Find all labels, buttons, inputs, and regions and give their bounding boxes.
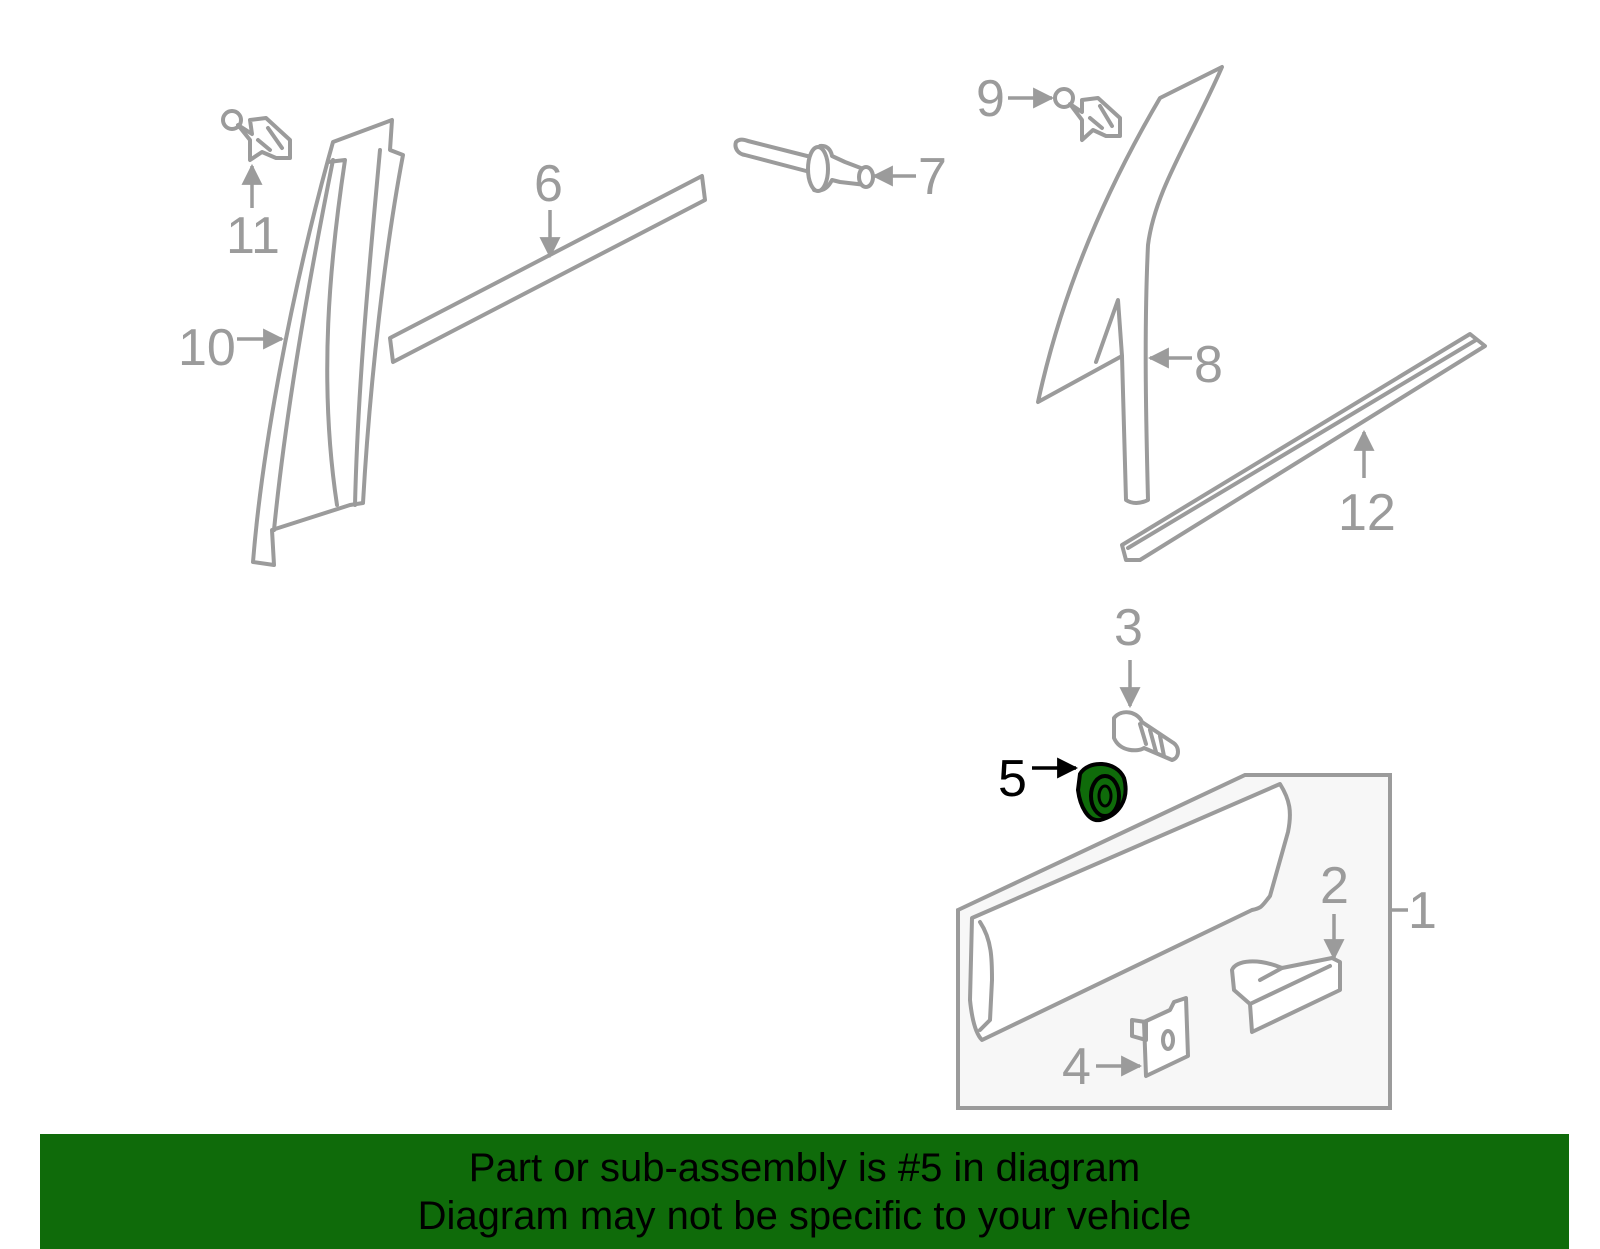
callout-7: 7 [918,148,947,206]
callout-12: 12 [1338,484,1396,542]
part-2-clip [1230,956,1342,1034]
info-banner: Part or sub-assembly is #5 in diagram Di… [40,1134,1569,1249]
part-5-grommet[interactable] [1075,762,1128,823]
part-12-weatherstrip [1120,332,1487,562]
callout-1: 1 [1408,882,1437,940]
leader-arrows [237,87,1408,1077]
callout-8: 8 [1194,336,1223,394]
callout-4: 4 [1062,1038,1091,1096]
part-3-bolt [1112,710,1180,762]
callout-11: 11 [226,207,280,265]
part-9-clip [1053,87,1122,142]
part-6-moulding [388,174,707,364]
part-4-clip [1130,996,1190,1078]
callout-9: 9 [976,70,1005,128]
part-1-moulding-assembly [956,773,1392,1110]
part-10-pillar-trim [251,118,405,567]
callout-2: 2 [1320,857,1349,915]
banner-line-1: Part or sub-assembly is #5 in diagram [468,1146,1141,1190]
callout-6: 6 [534,155,563,213]
banner-line-2: Diagram may not be specific to your vehi… [417,1194,1192,1238]
callout-5: 5 [998,750,1027,808]
part-7-rivet [733,137,875,193]
callout-3: 3 [1114,599,1143,657]
part-11-clip [221,109,292,162]
callouts: 10 11 6 7 9 8 12 3 2 1 4 5 [178,70,1437,1096]
part-8-window-trim [1036,65,1224,505]
callout-10: 10 [178,319,236,377]
